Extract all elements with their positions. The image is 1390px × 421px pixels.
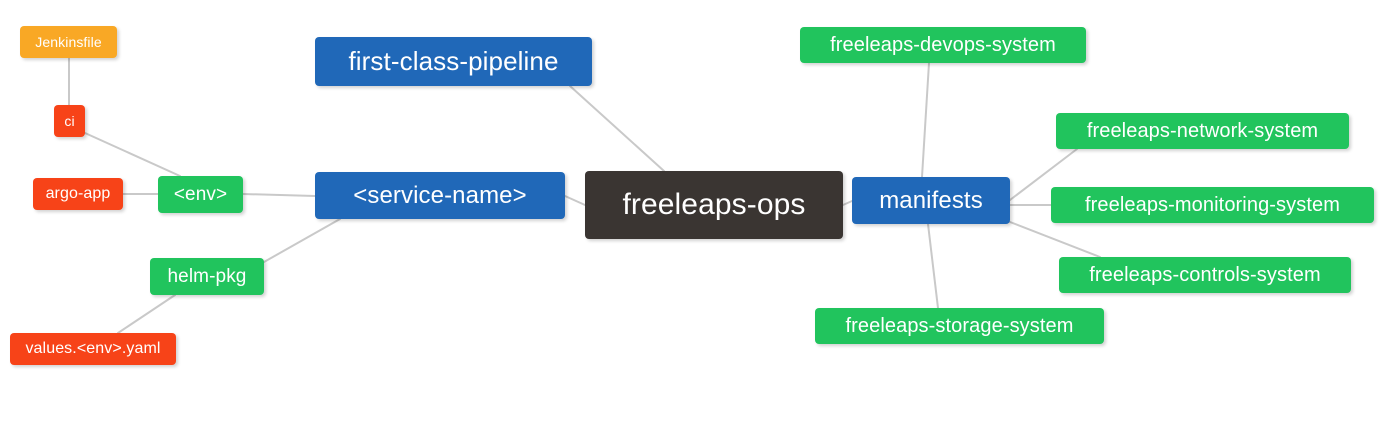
edge-manifests-to-freeleaps-storage-system (927, 223, 939, 309)
node-label: freeleaps-controls-system (1089, 263, 1321, 286)
node-label: first-class-pipeline (348, 46, 559, 76)
node-ci[interactable]: ci (54, 105, 85, 137)
node-freeleaps-monitoring-system[interactable]: freeleaps-monitoring-system (1051, 187, 1374, 223)
node-label: freeleaps-monitoring-system (1084, 193, 1340, 216)
node-label: Jenkinsfile (35, 34, 102, 50)
node-label: freeleaps-storage-system (845, 314, 1074, 337)
node-label: values.<env>.yaml (25, 340, 161, 357)
edge-freeleaps-ops-to-first-class-pipeline (569, 85, 665, 172)
edge-freeleaps-ops-to-service-name (564, 195, 586, 206)
node-argo-app[interactable]: argo-app (33, 178, 123, 210)
node-label: helm-pkg (167, 265, 247, 287)
node-label: freeleaps-ops (622, 188, 806, 221)
node-label: manifests (879, 186, 983, 214)
node-freeleaps-devops-system[interactable]: freeleaps-devops-system (800, 27, 1086, 63)
edge-service-name-to-env (242, 193, 316, 197)
node-freeleaps-storage-system[interactable]: freeleaps-storage-system (815, 308, 1104, 344)
node-manifests[interactable]: manifests (852, 177, 1010, 224)
edge-freeleaps-ops-to-manifests (842, 200, 853, 206)
node-label: argo-app (45, 185, 111, 202)
edge-env-to-ci (84, 132, 181, 177)
node-values-env-yaml[interactable]: values.<env>.yaml (10, 333, 176, 365)
node-label: freeleaps-devops-system (830, 33, 1056, 56)
node-freeleaps-ops[interactable]: freeleaps-ops (585, 171, 843, 239)
node-service-name[interactable]: <service-name> (315, 172, 565, 219)
node-label: <service-name> (353, 181, 527, 209)
node-label: <env> (173, 183, 228, 205)
edge-manifests-to-freeleaps-devops-system (921, 62, 930, 178)
edge-helm-pkg-to-values-env-yaml (117, 294, 176, 334)
node-freeleaps-network-system[interactable]: freeleaps-network-system (1056, 113, 1349, 149)
node-env[interactable]: <env> (158, 176, 243, 213)
node-freeleaps-controls-system[interactable]: freeleaps-controls-system (1059, 257, 1351, 293)
node-label: ci (64, 113, 75, 129)
node-first-class-pipeline[interactable]: first-class-pipeline (315, 37, 592, 86)
node-helm-pkg[interactable]: helm-pkg (150, 258, 264, 295)
edge-service-name-to-helm-pkg (263, 218, 341, 263)
node-jenkinsfile[interactable]: Jenkinsfile (20, 26, 117, 58)
node-label: freeleaps-network-system (1086, 119, 1319, 142)
edge-manifests-to-freeleaps-controls-system (1009, 221, 1101, 258)
